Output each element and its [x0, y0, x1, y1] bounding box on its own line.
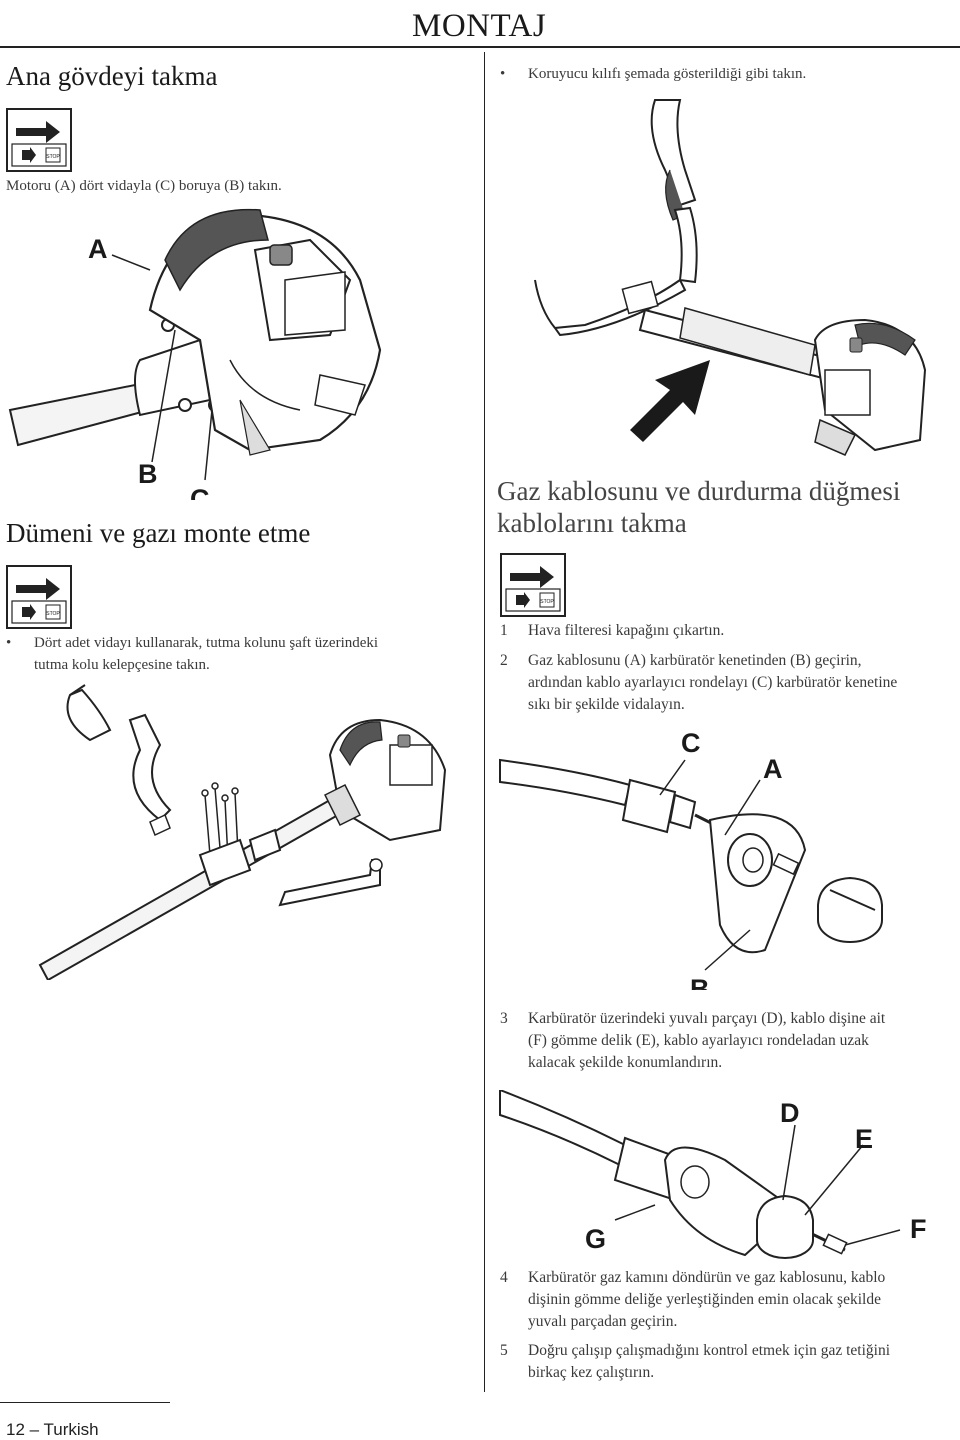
label-b-bracket: B [690, 974, 710, 990]
step-number: 1 [500, 622, 508, 639]
label-f-cable-end: F [910, 1214, 927, 1244]
label-c-adjuster: C [681, 728, 701, 758]
step-3: 3 Karbüratör üzerindeki yuvalı parçayı (D… [500, 1008, 955, 1074]
section-title-line2: kablolarını takma [497, 508, 687, 538]
step-text: yuvalı parçadan geçirin. [528, 1313, 678, 1330]
label-b-shaft: B [138, 459, 158, 489]
step-number: 2 [500, 652, 508, 669]
label-e-hole: E [855, 1124, 873, 1154]
label-a-cable: A [763, 754, 783, 784]
sheath-instruction-text: Koruyucu kılıfı şemada gösterildiği gibi… [528, 66, 807, 82]
column-divider [484, 52, 485, 1392]
section-title-throttle-cable: Gaz kablosunu ve durdurma düğmesi kablol… [497, 475, 900, 539]
step-text: Karbüratör üzerindeki yuvalı parçayı (D)… [528, 1010, 886, 1027]
step-5: 5 Doğru çalışıp çalışmadığını kontrol etm… [500, 1340, 955, 1384]
handle-assembly-figure [38, 684, 447, 980]
step-number: 3 [500, 1010, 508, 1027]
handle-instruction-line2: tutma kolu kelepçesine takın. [34, 657, 210, 673]
label-g: G [585, 1224, 606, 1254]
instruction-icon-box: STOP [500, 553, 566, 617]
section-title-handle-throttle: Dümeni ve gazı monte etme [6, 518, 311, 548]
label-d-slotted-part: D [780, 1098, 800, 1128]
assembly-arrow-icon: STOP [11, 121, 67, 167]
cable-adjuster-figure: C A B [499, 728, 883, 990]
stop-text: STOP [540, 599, 554, 605]
handle-instruction-line1: Dört adet vidayı kullanarak, tutma kolun… [34, 635, 379, 651]
step-text: Hava filteresi kapağını çıkartın. [528, 622, 725, 639]
label-a-engine: A [88, 234, 108, 264]
step-text: Gaz kablosunu (A) karbüratör kenetinden … [528, 652, 862, 669]
assembly-arrow-icon: STOP [505, 566, 561, 612]
section-title-attach-body: Ana gövdeyi takma [6, 61, 218, 91]
bullet: • [500, 66, 506, 82]
step-text: (F) gömme delik (E), kablo ayarlayıcı ro… [528, 1032, 869, 1049]
page-footer: 12 – Turkish [6, 1420, 99, 1439]
step-text: Doğru çalışıp çalışmadığını kontrol etme… [528, 1342, 891, 1359]
assembly-arrow-icon: STOP [11, 578, 67, 624]
step-number: 5 [500, 1342, 508, 1359]
step-number: 4 [500, 1269, 508, 1286]
step-text: ardından kablo ayarlayıcı rondelayı (C) … [528, 674, 898, 691]
sheath-instruction: • Koruyucu kılıfı şemada gösterildiği gib… [500, 63, 950, 85]
footer-divider [0, 1402, 170, 1403]
step-1: 1 Hava filteresi kapağını çıkartın. [500, 620, 955, 642]
instruction-icon-box: STOP [6, 565, 72, 629]
step-text: dişinin gömme deliğe yerleştiğinden emin… [528, 1291, 881, 1308]
step-2: 2 Gaz kablosunu (A) karbüratör kenetinden… [500, 650, 955, 716]
step-text: kalacak şekilde konumlandırın. [528, 1054, 723, 1071]
header-divider [0, 46, 960, 48]
section-title-line1: Gaz kablosunu ve durdurma düğmesi [497, 476, 901, 506]
instruction-icon-box: STOP [6, 108, 72, 172]
throttle-cam-figure: D E G F [499, 1090, 927, 1259]
step-text: birkaç kez çalıştırın. [528, 1364, 655, 1381]
handle-instruction: • Dört adet vidayı kullanarak, tutma kolu… [6, 632, 476, 676]
sheath-position-figure [534, 99, 927, 456]
bullet: • [6, 635, 12, 651]
stop-text: STOP [46, 154, 60, 160]
step-4: 4 Karbüratör gaz kamını döndürün ve gaz k… [500, 1267, 955, 1333]
step-text: sıkı bir şekilde vidalayın. [528, 696, 685, 713]
page-title: MONTAJ [412, 8, 547, 44]
engine-attachment-figure: A B C [8, 208, 382, 500]
step-text: Karbüratör gaz kamını döndürün ve gaz ka… [528, 1269, 886, 1286]
label-c-screws: C [190, 484, 210, 500]
stop-text: STOP [46, 611, 60, 617]
attach-body-instruction: Motoru (A) dört vidayla (C) boruya (B) t… [6, 178, 282, 194]
